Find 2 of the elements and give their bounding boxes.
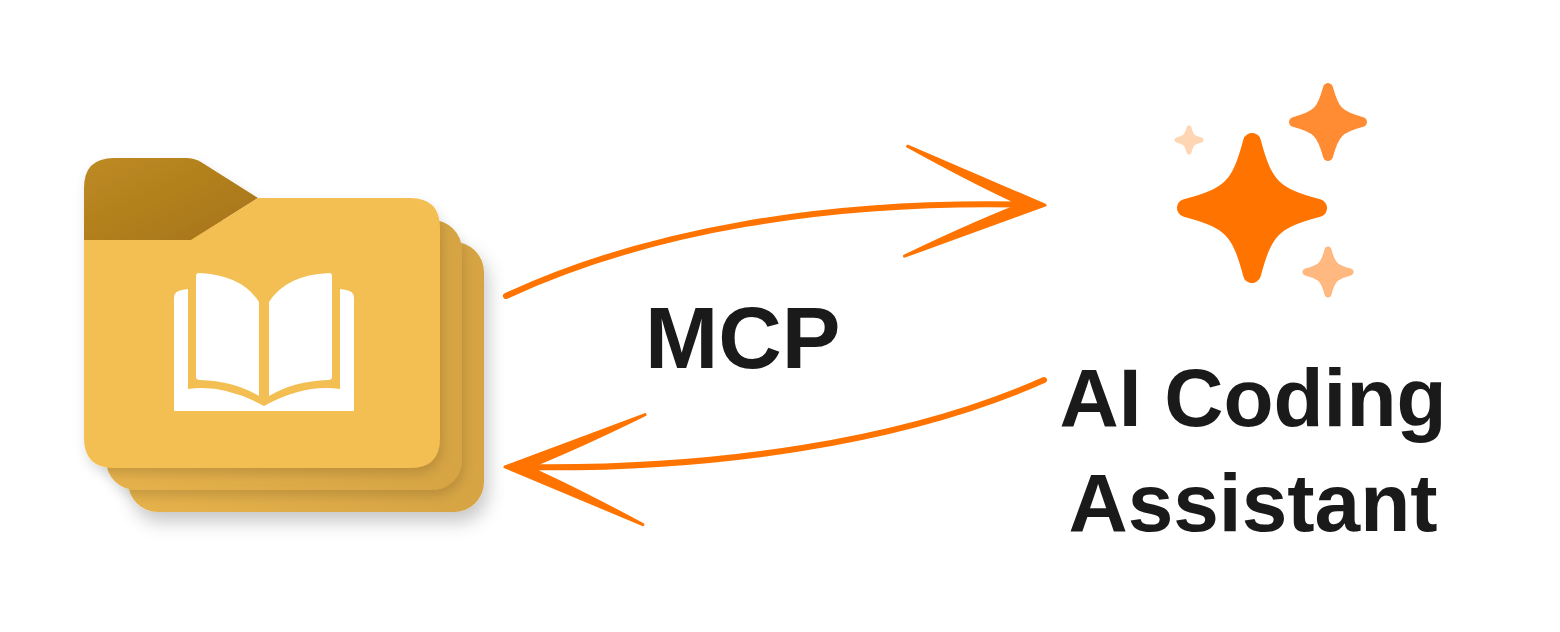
node-text: AI Coding Assistant: [1058, 351, 1448, 550]
center-label: MCP: [645, 294, 841, 382]
